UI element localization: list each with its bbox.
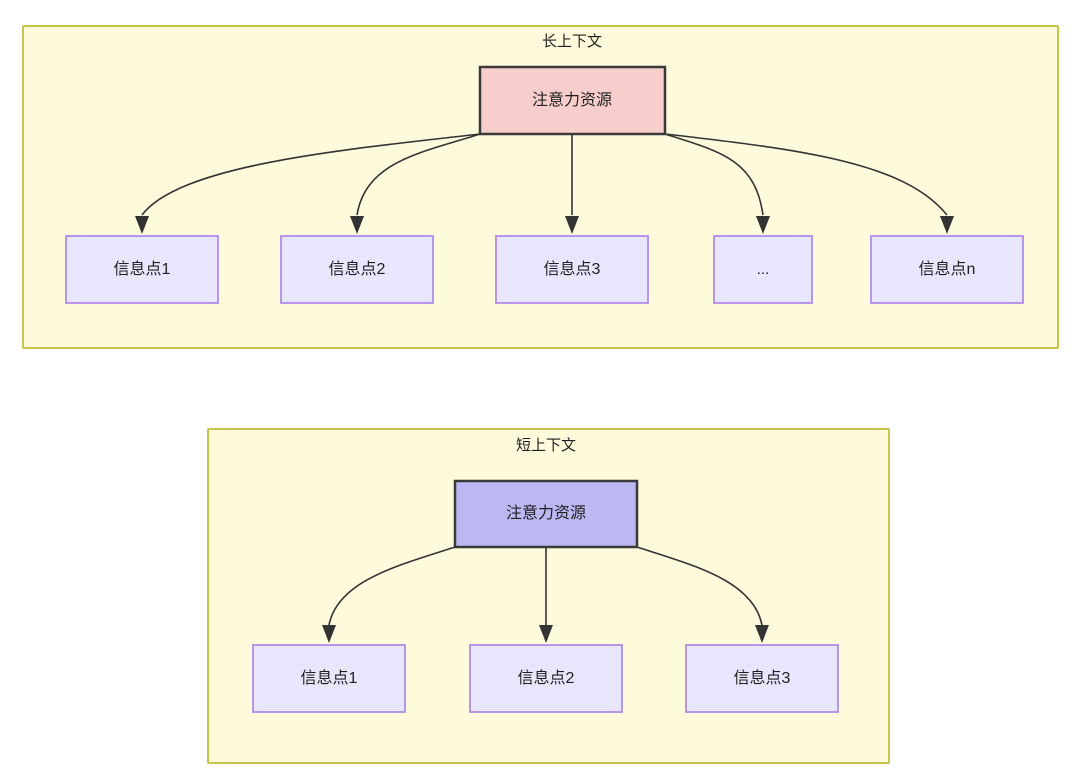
node-attention-short[interactable]: 注意力资源 xyxy=(453,479,639,549)
group-long-context-title: 长上下文 xyxy=(542,33,602,50)
edge-attention-to-info-1 xyxy=(141,133,481,216)
node-attention-long-label: 注意力资源 xyxy=(532,90,612,109)
edges-long-context xyxy=(135,133,954,234)
node-info-1-long-rect[interactable] xyxy=(65,235,219,304)
node-info-2-long-label: 信息点2 xyxy=(329,260,386,278)
edges-short-context xyxy=(322,546,769,643)
node-info-3-short-rect[interactable] xyxy=(685,644,839,713)
node-info-n-long-label: 信息点n xyxy=(919,260,976,278)
node-info-2-short[interactable]: 信息点2 xyxy=(469,644,623,713)
node-attention-long[interactable]: 注意力资源 xyxy=(478,65,667,136)
node-info-n-long-rect[interactable] xyxy=(870,235,1024,304)
arrowhead-info-ellipsis xyxy=(756,216,770,234)
group-long-context[interactable]: 长上下文 注意力资源 信息点1 xyxy=(22,25,1059,349)
arrowhead-info-2 xyxy=(350,216,364,234)
arrowhead-info-1 xyxy=(135,216,149,234)
node-info-2-short-rect[interactable] xyxy=(469,644,623,713)
node-info-1-long[interactable]: 信息点1 xyxy=(65,235,219,304)
node-info-2-short-label: 信息点2 xyxy=(518,669,575,687)
edge-attention-short-to-info-3 xyxy=(636,546,763,626)
arrowhead-short-info-2 xyxy=(539,625,553,643)
node-info-3-short-label: 信息点3 xyxy=(734,669,791,687)
arrowhead-info-n xyxy=(940,216,954,234)
node-info-2-long[interactable]: 信息点2 xyxy=(280,235,434,304)
node-info-1-long-label: 信息点1 xyxy=(114,260,171,278)
arrowhead-short-info-1 xyxy=(322,625,336,643)
group-short-context-container[interactable] xyxy=(207,428,890,764)
edge-attention-short-to-info-1 xyxy=(328,546,456,626)
node-info-ellipsis-long-label: ... xyxy=(757,261,770,278)
node-info-ellipsis-long[interactable]: ... xyxy=(713,235,813,304)
node-attention-short-rect[interactable] xyxy=(453,479,639,549)
edge-attention-to-info-ellipsis xyxy=(664,133,764,216)
node-info-1-short-rect[interactable] xyxy=(252,644,406,713)
node-info-3-long-rect[interactable] xyxy=(495,235,649,304)
node-info-n-long[interactable]: 信息点n xyxy=(870,235,1024,304)
node-info-ellipsis-long-rect[interactable] xyxy=(713,235,813,304)
node-info-3-long-label: 信息点3 xyxy=(544,260,601,278)
node-info-3-long[interactable]: 信息点3 xyxy=(495,235,649,304)
group-short-context[interactable]: 短上下文 注意力资源 信息点1 信息点2 信息点3 xyxy=(207,428,890,764)
node-info-1-short-label: 信息点1 xyxy=(301,669,358,687)
edge-attention-to-info-n xyxy=(664,133,948,216)
edge-attention-to-info-2 xyxy=(356,133,481,216)
node-attention-short-label: 注意力资源 xyxy=(506,503,586,522)
node-info-1-short[interactable]: 信息点1 xyxy=(252,644,406,713)
group-short-context-title: 短上下文 xyxy=(516,437,576,454)
arrowhead-info-3 xyxy=(565,216,579,234)
arrowhead-short-info-3 xyxy=(755,625,769,643)
node-info-2-long-rect[interactable] xyxy=(280,235,434,304)
node-info-3-short[interactable]: 信息点3 xyxy=(685,644,839,713)
node-attention-long-rect[interactable] xyxy=(478,65,667,136)
